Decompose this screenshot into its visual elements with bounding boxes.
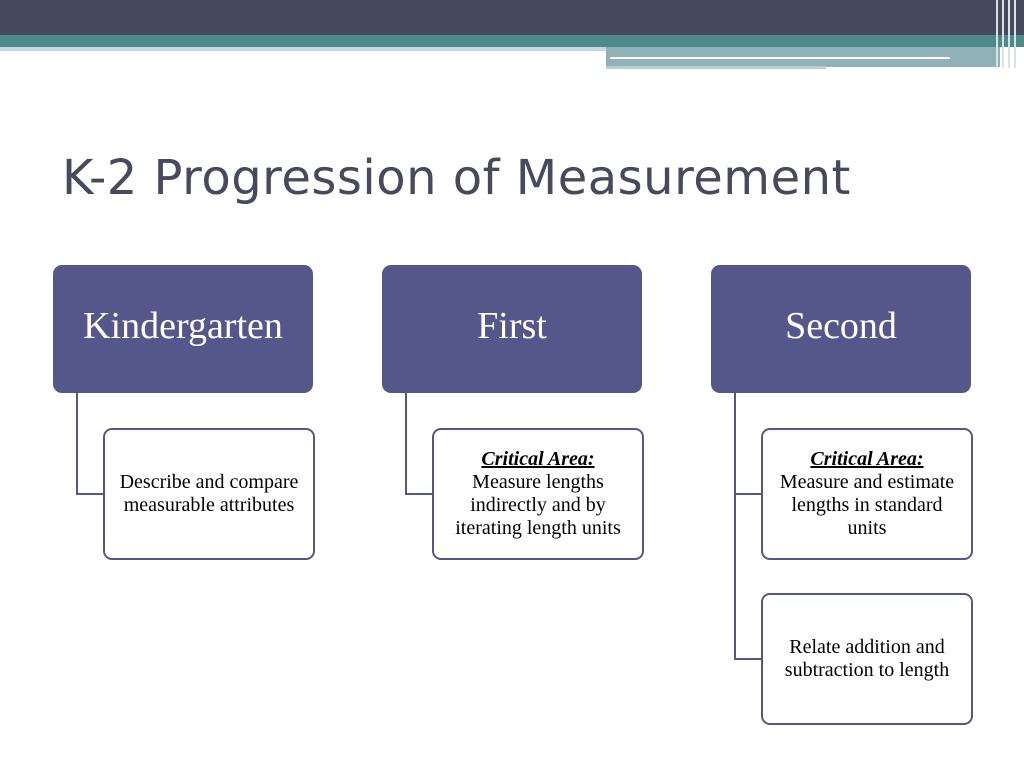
node-text: Measure and estimate lengths in standard… <box>779 471 955 539</box>
connector-line <box>734 658 762 660</box>
connector-line <box>76 393 78 495</box>
header-band-right-lower <box>606 66 826 69</box>
connector-line <box>76 493 104 495</box>
edge-strip <box>1008 0 1010 68</box>
edge-strip <box>996 0 998 68</box>
connector-line <box>405 393 407 495</box>
node-first-measure-lengths: Critical Area: Measure lengths indirectl… <box>432 428 644 560</box>
node-kindergarten-describe: Describe and compare measurable attribut… <box>103 428 315 560</box>
node-text: Measure lengths indirectly and by iterat… <box>455 471 621 539</box>
node-second-standard-units: Critical Area: Measure and estimate leng… <box>761 428 973 560</box>
node-text: Relate addition and subtraction to lengt… <box>784 636 950 681</box>
edge-strip <box>1014 0 1016 68</box>
node-first: First <box>382 265 642 393</box>
header-band-light <box>0 47 608 51</box>
critical-area-label: Critical Area: <box>810 448 924 470</box>
connector-line <box>405 493 433 495</box>
header-band-teal <box>0 35 1024 47</box>
connector-line <box>734 393 736 660</box>
header-band-right-line <box>610 57 950 59</box>
connector-line <box>734 493 762 495</box>
node-second: Second <box>711 265 971 393</box>
node-second-addition-subtraction: Relate addition and subtraction to lengt… <box>761 593 973 725</box>
header-band-dark <box>0 0 1024 35</box>
node-text: Describe and compare measurable attribut… <box>119 471 299 516</box>
page-title: K-2 Progression of Measurement <box>62 150 851 206</box>
edge-strip <box>1002 0 1004 68</box>
critical-area-label: Critical Area: <box>481 448 595 470</box>
node-kindergarten: Kindergarten <box>53 265 313 393</box>
